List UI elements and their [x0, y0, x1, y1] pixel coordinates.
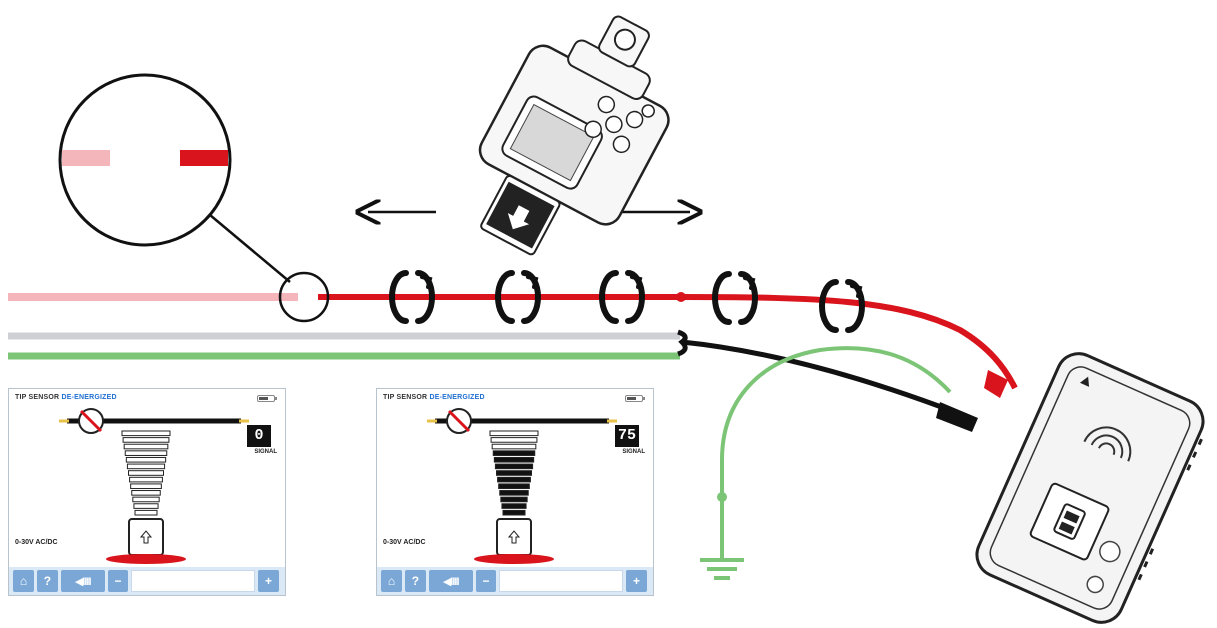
- handheld-receiver: [478, 15, 670, 256]
- voltage-range-label: 0-30V AC/DC: [383, 539, 426, 546]
- magnified-energized-wire: [180, 150, 228, 166]
- signal-bar: [501, 503, 527, 509]
- inspection-point-circle: [278, 271, 330, 323]
- signal-bar: [125, 456, 167, 463]
- signal-label: SIGNAL: [622, 449, 645, 455]
- signal-bar: [123, 443, 169, 450]
- panel-title: TIP SENSOR DE-ENERGIZED: [383, 394, 485, 401]
- clip-jaw: [677, 329, 688, 357]
- signal-bar: [126, 463, 166, 470]
- minus-button[interactable]: −: [107, 570, 129, 592]
- signal-value: 0: [247, 425, 271, 447]
- volume-button[interactable]: ◀IIII: [428, 570, 473, 592]
- panel-title: TIP SENSOR DE-ENERGIZED: [15, 394, 117, 401]
- receiver-screen-panel-2: TIP SENSOR DE-ENERGIZED 75 SIGNAL 0-30V …: [376, 388, 654, 596]
- signal-bar: [492, 450, 536, 456]
- ground-lead-dot: [717, 492, 727, 502]
- help-button[interactable]: ?: [404, 570, 426, 592]
- sensitivity-slider[interactable]: [499, 570, 624, 592]
- signal-bar: [134, 509, 158, 516]
- signal-bar: [121, 430, 171, 437]
- black-lead-plug: [936, 402, 978, 432]
- panel-toolbar: ⌂ ? ◀IIII − +: [377, 567, 653, 595]
- signal-bar: [129, 476, 163, 483]
- signal-bar: [497, 476, 531, 483]
- energized-wire: [318, 294, 1018, 390]
- minus-button[interactable]: −: [475, 570, 497, 592]
- signal-bar: [124, 450, 168, 456]
- signal-bar: [489, 430, 539, 437]
- plus-button[interactable]: +: [626, 570, 647, 592]
- signal-bar: [133, 503, 159, 509]
- sensitivity-slider[interactable]: [131, 570, 256, 592]
- wire-junction-dot: [676, 292, 686, 302]
- signal-value: 75: [615, 425, 639, 447]
- receiver-screen-panel-1: TIP SENSOR DE-ENERGIZED 0 SIGNAL 0-30V A…: [8, 388, 286, 596]
- signal-bar: [130, 483, 162, 490]
- signal-bar: [500, 496, 528, 503]
- black-clip-lead: [681, 339, 961, 417]
- signal-bar: [122, 437, 170, 443]
- sensor-graphic: [427, 408, 617, 564]
- home-button[interactable]: ⌂: [381, 570, 402, 592]
- sensor-graphic: [59, 408, 249, 564]
- magnifier-leader: [209, 214, 291, 283]
- signal-bar: [490, 437, 538, 443]
- magnifier-circle: [58, 73, 232, 247]
- battery-icon: [257, 395, 277, 402]
- battery-icon: [625, 395, 645, 402]
- plus-button[interactable]: +: [258, 570, 279, 592]
- volume-button[interactable]: ◀IIII: [60, 570, 105, 592]
- help-button[interactable]: ?: [36, 570, 58, 592]
- signal-bar: [132, 496, 160, 503]
- red-lead-plug: [984, 370, 1008, 398]
- home-button[interactable]: ⌂: [13, 570, 34, 592]
- signal-bar: [499, 490, 529, 496]
- voltage-range-label: 0-30V AC/DC: [15, 539, 58, 546]
- magnified-faded-wire: [62, 150, 110, 166]
- ground-lead: [720, 346, 952, 560]
- signal-bar: [502, 509, 526, 516]
- signal-bar: [498, 483, 530, 490]
- transmitter-unit: [975, 352, 1205, 624]
- signal-bar: [491, 443, 537, 450]
- signal-bar: [131, 490, 161, 496]
- panel-toolbar: ⌂ ? ◀IIII − +: [9, 567, 285, 595]
- signal-bar: [493, 456, 535, 463]
- signal-bar: [494, 463, 534, 470]
- signal-bar: [496, 470, 532, 476]
- signal-bar: [128, 470, 164, 476]
- signal-rotation-icons: [389, 270, 865, 333]
- signal-label: SIGNAL: [254, 449, 277, 455]
